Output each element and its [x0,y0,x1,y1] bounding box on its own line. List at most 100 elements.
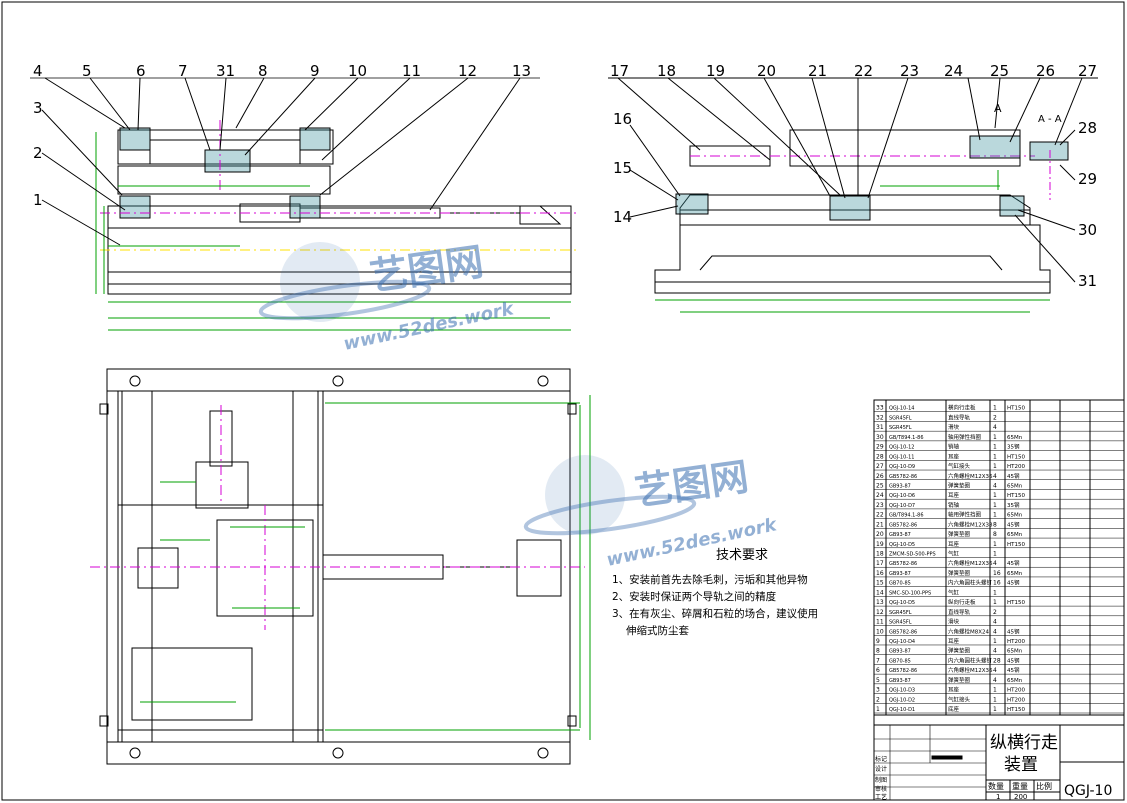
bom-cell-code: QGJ-10-11 [889,454,914,460]
bom-cell-no: 7 [876,657,880,664]
bom-cell-no: 33 [876,405,884,412]
watermark-1: 艺图网 www.52des.work [258,239,516,355]
callout-1: 1 [33,191,43,209]
bom-cell-name: 销轴 [948,501,960,509]
bom-cell-code: GB5782-86 [889,629,917,635]
bom-cell-qty: 1 [993,502,997,509]
bom-cell-material: 35钢 [1007,443,1020,451]
bom-cell-qty: 1 [993,687,997,694]
bom-cell-code: GB5782-86 [889,668,917,674]
callout-3: 3 [33,99,43,117]
bom-cell-name: 轴用弹性挡圈 [948,433,982,441]
bom-cell-qty: 8 [993,531,997,538]
bom-cell-no: 11 [876,619,884,626]
bom-cell-name: 内六角圆柱头螺钉 [948,656,993,664]
bom-cell-name: 直线导轨 [948,608,971,616]
bom-cell-material: 65Mn [1007,483,1023,489]
bom-cell-qty: 2 [993,609,997,616]
bom-cell-qty: 4 [993,473,997,480]
callout-30: 30 [1078,221,1097,239]
callout-26: 26 [1036,62,1055,80]
bom-cell-code: QGJ-10-D5 [889,600,915,606]
bom-cell-qty: 4 [993,628,997,635]
callout-22: 22 [854,62,873,80]
bom-cell-name: 耳座 [948,491,960,499]
bom-cell-no: 15 [876,580,884,587]
bom-cell-name: 耳座 [948,452,960,460]
bom-cell-code: GB93-87 [889,571,911,577]
bom-cell-material: 45钢 [1007,627,1020,635]
bom-cell-material: HT150 [1007,542,1025,548]
plan-view [90,368,591,765]
callout-16: 16 [613,110,632,128]
bom-cell-no: 28 [876,453,884,460]
callout-8: 8 [258,62,268,80]
bom-cell-code: GB5782-86 [889,522,917,528]
bom-cell-qty: 1 [993,551,997,558]
bom-cell-qty: 4 [993,677,997,684]
bom-cell-name: 弹簧垫圈 [948,569,971,577]
sign-row-0: 标记 [875,755,887,763]
bom-cell-no: 16 [876,570,884,577]
bom-cell-qty: 1 [993,405,997,412]
sign-row-3: 审核 [875,785,887,793]
bom-cell-name: 横向行走板 [948,404,976,412]
bom-cell-name: 气缸 [948,588,960,596]
bom-cell-code: GB5782-86 [889,561,917,567]
weight-value: 200 [1014,793,1027,801]
front-view-callouts: 4 5 6 7 31 8 9 10 11 12 13 3 2 1 [33,62,531,209]
sign-row-1: 设计 [875,765,887,773]
callout-15: 15 [613,159,632,177]
bom-cell-material: 65Mn [1007,435,1023,441]
drawing-title-line2: 装置 [1004,755,1038,775]
bom-cell-qty: 1 [993,589,997,596]
callout-18: 18 [657,62,676,80]
bom-cell-code: QGJ-10-D1 [889,707,915,713]
callout-29: 29 [1078,170,1097,188]
bom-cell-code: QGJ-10-D7 [889,503,915,509]
tech-requirement-1: 1、安装前首先去除毛刺，污垢和其他异物 [612,574,808,586]
bom-cell-material: 45钢 [1007,559,1020,567]
callout-5: 5 [82,62,92,80]
callout-31-side: 31 [1078,272,1097,290]
bom-cell-qty: 8 [993,521,997,528]
bom-cell-name: 耳座 [948,686,960,694]
callout-7: 7 [178,62,188,80]
section-label: A - A [1038,114,1062,125]
drawing-number: QGJ-10 [1064,783,1112,799]
bom-cell-no: 30 [876,434,884,441]
bom-cell-qty: 1 [993,434,997,441]
bom-cell-no: 23 [876,502,884,509]
bom-cell-no: 14 [876,589,884,596]
bom-cell-qty: 1 [993,638,997,645]
bom-cell-no: 10 [876,628,884,635]
bom-cell-name: 耳座 [948,637,960,645]
bom-cell-name: 纵向行走板 [948,598,976,606]
side-view [608,77,1098,313]
bom-cell-name: 六角螺栓M12X36 [948,559,993,567]
bom-cell-qty: 4 [993,482,997,489]
bom-cell-qty: 4 [993,560,997,567]
bom-cell-name: 弹簧垫圈 [948,530,971,538]
bom-cell-no: 31 [876,424,884,431]
bom-cell-material: HT200 [1007,639,1025,645]
label-scale: 比例 [1036,781,1052,791]
bom-cell-material: 65Mn [1007,571,1023,577]
quantity-value: 1 [996,793,1000,801]
watermark-globe-icon [258,242,432,322]
tech-requirement-4: 伸缩式防尘套 [626,625,689,637]
bom-cell-no: 27 [876,463,884,470]
bom-cell-name: 六角螺栓M12X38 [948,520,993,528]
callout-6: 6 [136,62,146,80]
bom-cell-name: 轴用弹性挡圈 [948,511,982,519]
callout-25: 25 [990,62,1009,80]
bom-cell-code: GB/T894.1-86 [889,435,924,441]
bom-cell-material: 65Mn [1007,649,1023,655]
bom-cell-no: 20 [876,531,884,538]
sign-row-4: 工艺 [875,793,887,801]
bom-cell-name: 耳座 [948,540,960,548]
bom-cell-code: GB93-87 [889,483,911,489]
bom-cell-qty: 16 [993,570,1001,577]
bom-cell-no: 22 [876,512,884,519]
